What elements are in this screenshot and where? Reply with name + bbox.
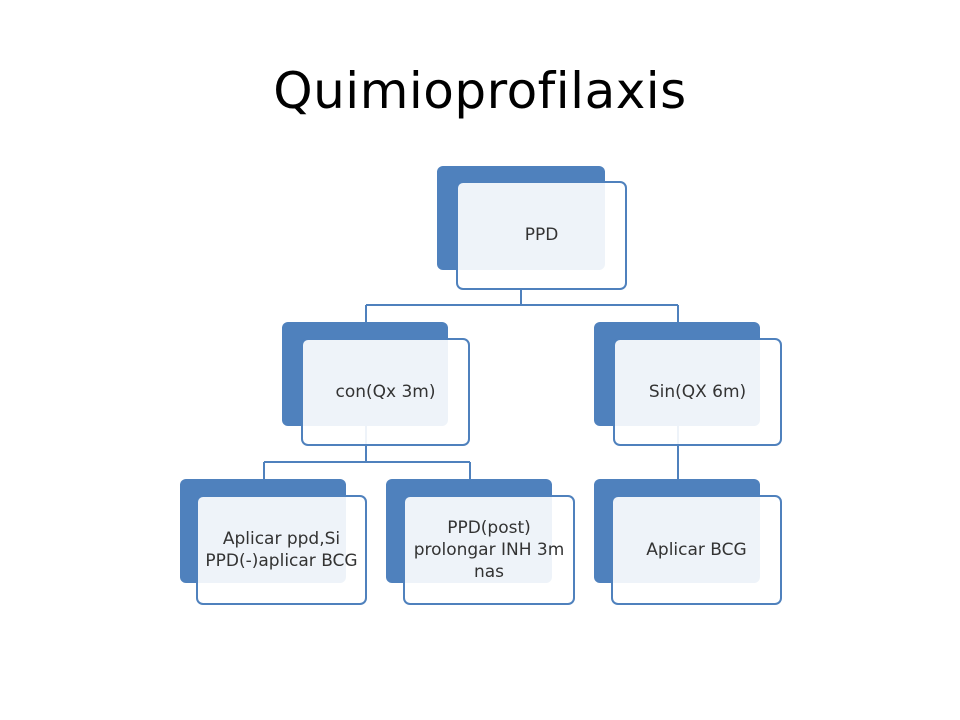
node-ppd-box: PPD	[456, 181, 627, 290]
node-aplicar-bcg-box: Aplicar BCG	[611, 495, 782, 605]
node-ppd-post-label: PPD(post) prolongar INH 3m nas	[413, 517, 565, 583]
connector-root-children	[365, 290, 679, 322]
node-ppd-post-box: PPD(post) prolongar INH 3m nas	[403, 495, 575, 605]
node-sin-qx-label: Sin(QX 6m)	[648, 381, 747, 402]
node-aplicar-bcg: Aplicar BCG	[594, 479, 782, 605]
node-con-qx: con(Qx 3m)	[282, 322, 470, 446]
node-aplicar-ppd-label: Aplicar ppd,Si PPD(-)aplicar BCG	[205, 528, 358, 571]
node-ppd-post: PPD(post) prolongar INH 3m nas	[386, 479, 575, 605]
node-aplicar-ppd-box: Aplicar ppd,Si PPD(-)aplicar BCG	[196, 495, 367, 605]
node-ppd-label: PPD	[524, 225, 559, 246]
node-sin-qx: Sin(QX 6m)	[594, 322, 782, 446]
node-aplicar-bcg-label: Aplicar BCG	[646, 539, 747, 560]
page-title: Quimioprofilaxis	[273, 62, 687, 120]
node-ppd: PPD	[437, 166, 627, 290]
node-aplicar-ppd: Aplicar ppd,Si PPD(-)aplicar BCG	[180, 479, 367, 605]
node-con-qx-label: con(Qx 3m)	[335, 381, 436, 402]
node-con-qx-box: con(Qx 3m)	[301, 338, 470, 446]
node-sin-qx-box: Sin(QX 6m)	[613, 338, 782, 446]
